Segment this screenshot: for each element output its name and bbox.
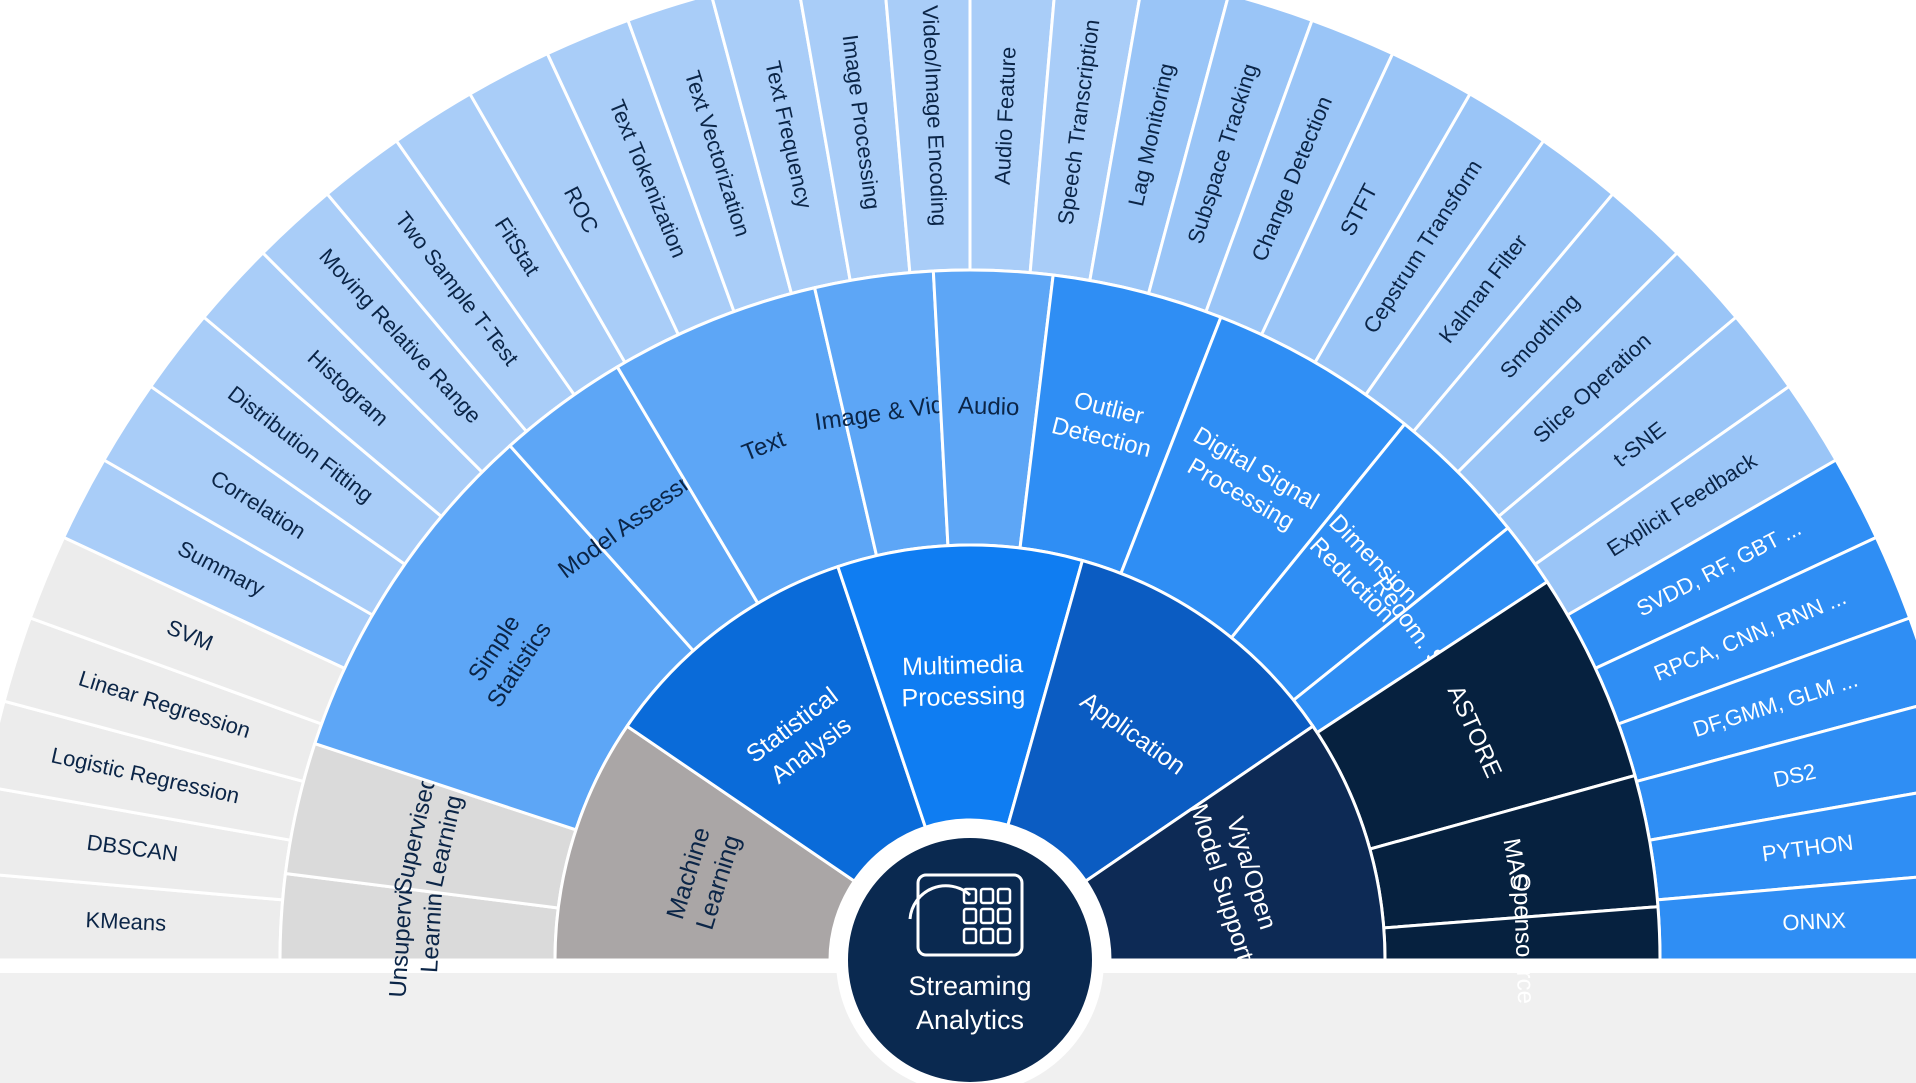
segment-label: Opensource: [1507, 873, 1539, 1005]
center-title-line-1: Streaming: [908, 971, 1031, 1001]
segment-label: Multimedia: [902, 650, 1024, 681]
middle-ring: UnsupervisedLearningSupervisedLearningSi…: [278, 268, 1662, 1005]
segment-label: ONNX: [1782, 908, 1847, 936]
segment-opensource: Opensource: [1382, 873, 1662, 1005]
segment-video-image-encoding: Video/Image Encoding: [884, 0, 972, 275]
inner-ring-wedge: [1083, 724, 1387, 962]
center-title-line-2: Analytics: [916, 1005, 1024, 1035]
center-hub: Streaming Analytics: [836, 826, 1104, 1083]
segment-linear-regression: Linear Regression: [2, 616, 324, 784]
segment-model-assessment: Model Assessment: [507, 364, 760, 653]
segment-slice-operation: Slice Operation: [1455, 250, 1739, 519]
center-circle: [836, 826, 1104, 1083]
dashboard-grid-icon: [908, 873, 1024, 957]
segment-label: Audio Feature: [990, 46, 1021, 185]
inner-ring: MachineLearningStatisticalAnalysisMultim…: [553, 543, 1387, 964]
segment-application: Application: [1006, 558, 1315, 884]
segment-label: KMeans: [85, 907, 167, 935]
inner-ring-wedge: [835, 543, 1085, 830]
inner-ring-wedge: [625, 564, 928, 884]
inner-ring-wedge: [1006, 558, 1315, 884]
inner-ring-wedge: [553, 724, 857, 962]
segment-label: Audio: [958, 392, 1020, 421]
segment-label: Processing: [901, 681, 1025, 712]
segment-speech-transcription: Speech Transcription: [1028, 0, 1141, 283]
